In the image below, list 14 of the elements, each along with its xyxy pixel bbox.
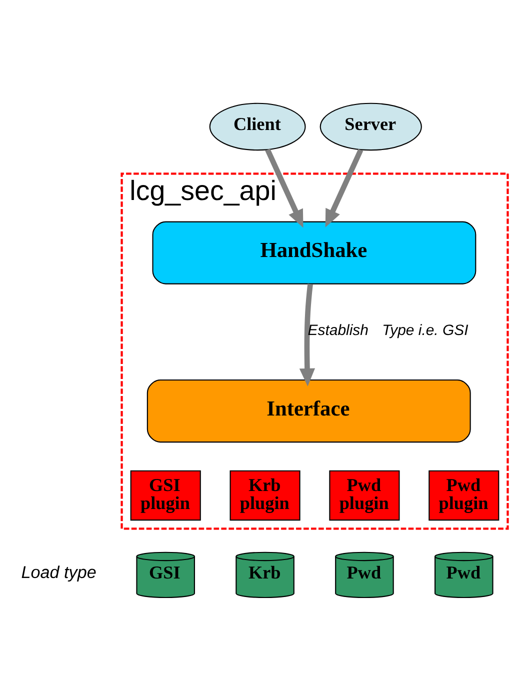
arrow bbox=[265, 148, 304, 228]
node-box: Krb plugin bbox=[230, 470, 300, 520]
edge-label: Establish bbox=[308, 321, 368, 338]
label: Type i.e. GSI bbox=[382, 321, 468, 338]
node-ellipse: Client bbox=[209, 102, 306, 150]
node-box: Pwd plugin bbox=[329, 470, 400, 520]
node-box: Pwd plugin bbox=[428, 470, 500, 520]
node-ellipse: Server bbox=[320, 102, 422, 150]
node-box: GSI plugin bbox=[130, 470, 201, 520]
node-box: Interface bbox=[146, 378, 471, 442]
arrow bbox=[325, 148, 364, 227]
arrow bbox=[299, 283, 316, 386]
label: Load type bbox=[21, 562, 96, 582]
node-box: HandShake bbox=[152, 220, 476, 284]
